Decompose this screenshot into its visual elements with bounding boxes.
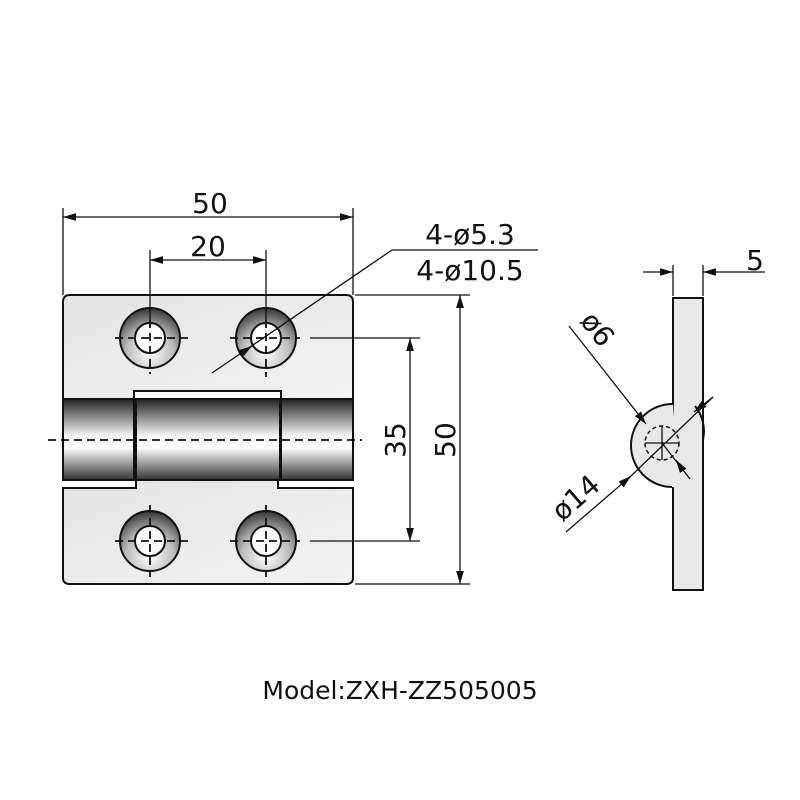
hole-callout-small: 4-ø5.3 — [425, 218, 515, 251]
knuckle-diameter-label: ø14 — [545, 468, 606, 528]
model-label: Model:ZXH-ZZ505005 — [262, 676, 538, 705]
top-leaf — [62, 294, 354, 400]
bottom-leaf — [62, 479, 354, 585]
front-view — [48, 208, 538, 585]
side-plate — [672, 297, 704, 591]
side-view — [565, 265, 765, 591]
width-dimension-label: 50 — [192, 187, 228, 220]
pin-diameter-label: ø6 — [574, 305, 622, 353]
knuckle-left — [62, 398, 135, 481]
hole-spacing-label: 20 — [190, 230, 226, 263]
center-lines — [48, 320, 362, 577]
thickness-label: 5 — [746, 244, 764, 277]
height-dimension-label: 50 — [429, 422, 462, 458]
hole-vertical-spacing-label: 35 — [379, 422, 412, 458]
hole-callout-large: 4-ø10.5 — [416, 254, 523, 287]
knuckle-right — [280, 398, 354, 481]
